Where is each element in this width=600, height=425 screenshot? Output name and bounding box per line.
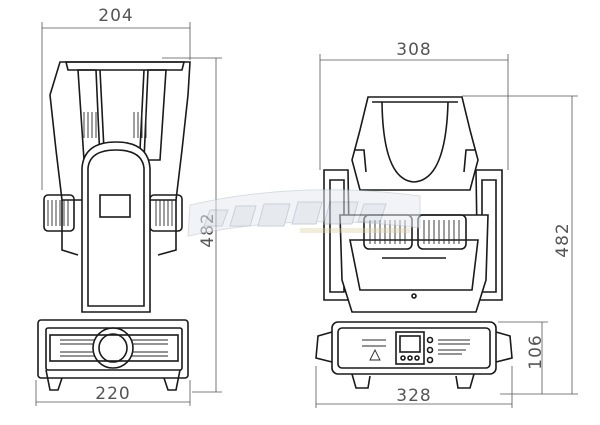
watermark-logo bbox=[187, 189, 421, 237]
front-base-width-label: 220 bbox=[95, 384, 130, 404]
side-view: 308 bbox=[315, 40, 578, 408]
side-top-width-label: 308 bbox=[396, 40, 431, 60]
side-head bbox=[351, 96, 479, 191]
front-yoke-arm bbox=[81, 141, 151, 313]
front-view: 204 bbox=[35, 6, 222, 406]
side-base-width-label: 328 bbox=[396, 386, 431, 406]
front-top-width-label: 204 bbox=[98, 6, 133, 26]
side-base bbox=[331, 321, 497, 375]
side-base-height-label: 106 bbox=[526, 334, 546, 369]
side-height-label: 482 bbox=[553, 222, 573, 257]
